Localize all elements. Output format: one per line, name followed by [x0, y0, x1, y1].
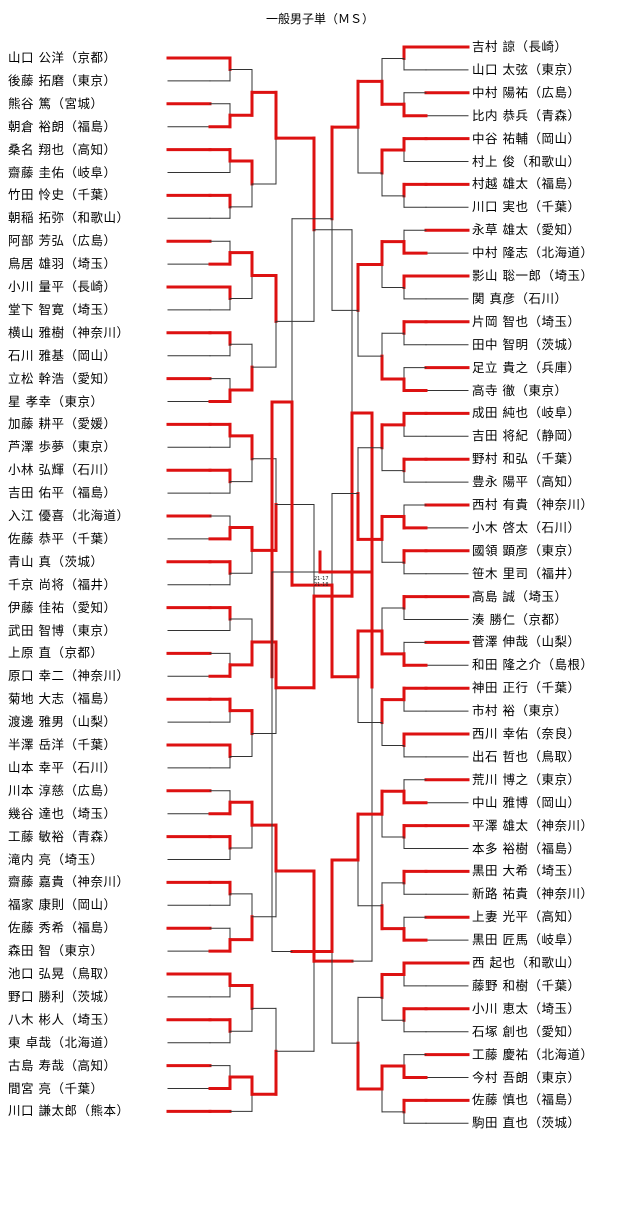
- player-left: 竹田 怜史（千葉）: [8, 187, 117, 203]
- player-right: 成田 純也（岐阜）: [472, 405, 581, 421]
- player-right: 黒田 匠馬（岐阜）: [472, 932, 581, 948]
- player-left: 池口 弘晃（鳥取）: [8, 966, 117, 981]
- player-right: 中村 隆志（北海道）: [472, 245, 594, 261]
- player-left: 菊地 大志（福島）: [8, 691, 117, 707]
- player-right: 西 起也（和歌山）: [472, 955, 581, 970]
- player-right: 片岡 智也（埼玉）: [472, 313, 581, 329]
- player-right: 関 真彦（石川）: [472, 290, 568, 306]
- player-left: 朝倉 裕朗（福島）: [8, 118, 117, 134]
- player-left: 福家 康則（岡山）: [8, 897, 117, 913]
- player-right: 中谷 祐輔（岡山）: [472, 130, 581, 146]
- player-right: 黒田 大希（埼玉）: [472, 863, 581, 879]
- player-right: 荒川 博之（東京）: [472, 771, 581, 787]
- player-left: 星 孝幸（東京）: [8, 393, 104, 409]
- player-right: 中山 雅博（岡山）: [472, 794, 581, 810]
- final-score: 21-18: [314, 582, 329, 588]
- player-left: 川口 謙太郎（熊本）: [8, 1103, 130, 1119]
- player-right: 村上 俊（和歌山）: [472, 153, 581, 169]
- player-right: 石塚 創也（愛知）: [472, 1023, 581, 1039]
- player-right: 和田 隆之介（島根）: [472, 657, 594, 673]
- player-left: 間宮 亮（千葉）: [8, 1080, 104, 1096]
- player-left: 入江 優喜（北海道）: [8, 508, 130, 523]
- player-right: 駒田 直也（茨城）: [472, 1115, 581, 1131]
- player-right: 菅澤 伸哉（山梨）: [472, 634, 581, 650]
- player-right: 本多 裕樹（福島）: [472, 840, 581, 856]
- player-left: 八木 彬人（埼玉）: [8, 1011, 117, 1027]
- player-left: 千京 尚将（福井）: [8, 576, 117, 592]
- player-right: 出石 哲也（鳥取）: [472, 748, 581, 764]
- player-left: 小川 量平（長崎）: [8, 279, 117, 294]
- player-right: 村越 雄太（福島）: [472, 176, 581, 192]
- player-left: 川本 淳慈（広島）: [8, 782, 117, 798]
- player-left: 渡邊 雅男（山梨）: [8, 714, 117, 730]
- player-left: 熊谷 篤（宮城）: [8, 95, 104, 111]
- player-left: 阿部 芳弘（広島）: [8, 233, 117, 249]
- player-left: 青山 真（茨城）: [8, 553, 104, 569]
- final-score: 21-17: [314, 576, 329, 582]
- player-right: 小木 啓太（石川）: [472, 519, 581, 535]
- player-right: 藤野 和樹（千葉）: [472, 977, 581, 993]
- player-right: 湊 勝仁（京都）: [472, 611, 568, 627]
- player-left: 滝内 亮（埼玉）: [8, 851, 104, 867]
- player-right: 佐藤 慎也（福島）: [472, 1092, 581, 1108]
- player-right: 中村 陽祐（広島）: [472, 84, 581, 100]
- player-left: 山口 公洋（京都）: [8, 50, 117, 65]
- player-left: 桑名 翔也（高知）: [8, 141, 117, 157]
- player-left: 東 卓哉（北海道）: [8, 1034, 117, 1050]
- player-right: 野村 和弘（千葉）: [472, 451, 581, 467]
- player-left: 齋藤 圭佑（岐阜）: [8, 164, 117, 180]
- player-left: 立松 幹浩（愛知）: [8, 370, 117, 386]
- player-left: 古島 寿哉（高知）: [8, 1057, 117, 1073]
- player-left: 工藤 敏裕（青森）: [8, 828, 117, 844]
- player-right: 高寺 徹（東京）: [472, 382, 568, 398]
- player-left: 朝稲 拓弥（和歌山）: [8, 210, 130, 226]
- player-right: 新路 祐貴（神奈川）: [472, 886, 594, 902]
- player-right: 川口 実也（千葉）: [472, 199, 581, 215]
- player-right: 平澤 雄太（神奈川）: [472, 817, 594, 833]
- player-left: 幾谷 達也（埼玉）: [8, 805, 117, 821]
- player-right: 永草 雄太（愛知）: [472, 222, 581, 238]
- player-left: 半澤 岳洋（千葉）: [8, 737, 117, 752]
- player-left: 森田 智（東京）: [8, 943, 104, 959]
- player-left: 武田 智博（東京）: [8, 622, 117, 638]
- player-right: 工藤 慶祐（北海道）: [472, 1046, 594, 1062]
- player-left: 後藤 拓磨（東京）: [8, 72, 117, 88]
- player-left: 加藤 耕平（愛媛）: [8, 416, 117, 432]
- player-left: 上原 直（京都）: [8, 645, 104, 661]
- player-left: 石川 雅基（岡山）: [8, 347, 117, 363]
- player-right: 吉村 諒（長崎）: [472, 39, 568, 54]
- player-left: 小林 弘輝（石川）: [8, 462, 117, 478]
- player-left: 齋藤 嘉貴（神奈川）: [8, 874, 130, 890]
- player-right: 神田 正行（千葉）: [472, 680, 581, 696]
- player-right: 笹木 里司（福井）: [472, 565, 581, 581]
- player-left: 芦澤 歩夢（東京）: [8, 439, 117, 455]
- player-left: 堂下 智寛（埼玉）: [8, 301, 117, 317]
- player-right: 豊永 陽平（高知）: [472, 474, 581, 490]
- player-right: 小川 恵太（埼玉）: [472, 1000, 581, 1016]
- player-right: 足立 貴之（兵庫）: [472, 359, 581, 375]
- player-left: 佐藤 恭平（千葉）: [8, 530, 117, 546]
- player-right: 影山 聡一郎（埼玉）: [472, 268, 594, 283]
- player-right: 上妻 光平（高知）: [472, 909, 581, 925]
- player-left: 山本 幸平（石川）: [8, 759, 117, 775]
- player-right: 比内 恭兵（青森）: [472, 107, 581, 123]
- player-left: 伊藤 佳祐（愛知）: [8, 599, 117, 615]
- player-right: 吉田 将紀（静岡）: [472, 428, 581, 444]
- player-left: 鳥居 雄羽（埼玉）: [8, 256, 117, 272]
- player-right: 市村 裕（東京）: [472, 703, 568, 719]
- player-left: 原口 幸二（神奈川）: [8, 668, 130, 684]
- player-right: 西川 幸佑（奈良）: [472, 726, 581, 741]
- player-right: 國領 顕彦（東京）: [472, 542, 581, 558]
- player-left: 横山 雅樹（神奈川）: [8, 324, 130, 340]
- player-right: 今村 吾朗（東京）: [472, 1069, 581, 1085]
- player-left: 野口 勝利（茨城）: [8, 988, 117, 1004]
- player-left: 吉田 佑平（福島）: [8, 485, 117, 501]
- player-right: 田中 智明（茨城）: [472, 336, 581, 352]
- player-right: 高島 誠（埼玉）: [472, 588, 568, 604]
- player-left: 佐藤 秀希（福島）: [8, 920, 117, 936]
- page-title: 一般男子単（ＭＳ）: [265, 12, 374, 26]
- player-right: 山口 太弦（東京）: [472, 61, 581, 77]
- player-right: 西村 有貴（神奈川）: [472, 497, 594, 512]
